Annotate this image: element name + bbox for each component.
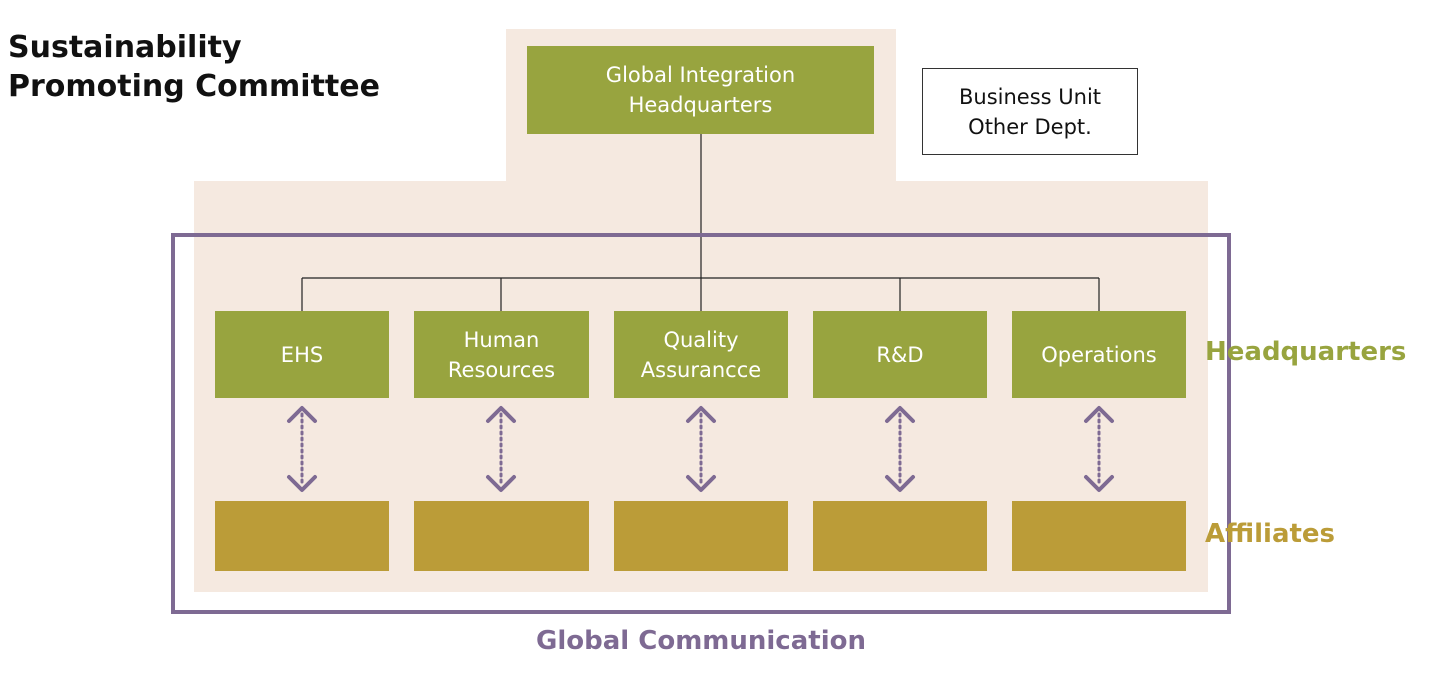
dept-box-quality-assurance: Quality Assurancce <box>614 311 788 398</box>
double-arrow-ehs <box>287 406 317 492</box>
dept-box-ehs: EHS <box>215 311 389 398</box>
global-communication-label: Global Communication <box>536 626 866 656</box>
double-arrow-hr <box>486 406 516 492</box>
dept-box-operations: Operations <box>1012 311 1186 398</box>
double-arrow-ops <box>1084 406 1114 492</box>
global-integration-hq-box: Global Integration Headquarters <box>527 46 874 134</box>
headquarters-label: Headquarters <box>1205 337 1407 367</box>
affiliate-box-rd <box>813 501 987 571</box>
affiliate-box-ehs <box>215 501 389 571</box>
double-arrow-rd <box>885 406 915 492</box>
global-communication-frame <box>171 233 1231 614</box>
dept-box-human-resources: Human Resources <box>414 311 589 398</box>
committee-title: Sustainability Promoting Committee <box>8 30 380 104</box>
double-arrow-qa <box>686 406 716 492</box>
dept-box-rd: R&D <box>813 311 987 398</box>
affiliate-box-human-resources <box>414 501 589 571</box>
affiliates-label: Affiliates <box>1205 519 1336 549</box>
business-unit-box: Business Unit Other Dept. <box>922 68 1138 155</box>
affiliate-box-operations <box>1012 501 1186 571</box>
affiliate-box-quality-assurance <box>614 501 788 571</box>
